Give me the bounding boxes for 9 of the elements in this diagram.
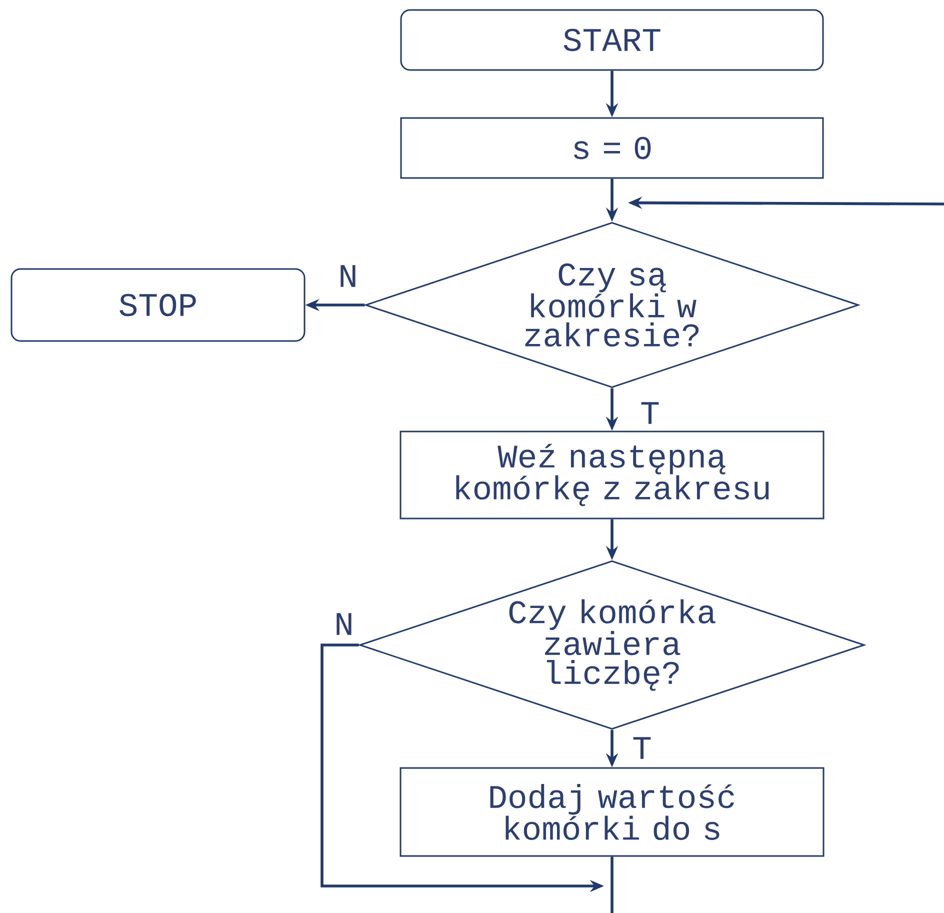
edge-label: T (639, 401, 661, 425)
process-box: s = 0 (400, 117, 824, 179)
terminal-box: STOP (10, 268, 306, 342)
edge-label: N (337, 264, 359, 288)
edge-label: N (333, 612, 355, 636)
process-box: Dodaj wartość komórki do s (400, 767, 824, 857)
edge-label: T (631, 736, 653, 760)
process-box: Weź następną komórkę z zakresu (400, 430, 824, 520)
terminal-box: START (400, 9, 824, 71)
